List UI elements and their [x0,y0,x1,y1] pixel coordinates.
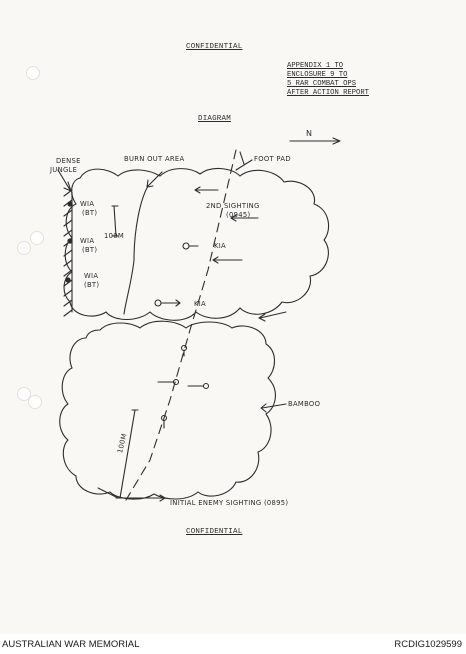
diagram-title: DIAGRAM [198,115,231,123]
label-wia: WIA [84,272,99,280]
classification-top: CONFIDENTIAL [186,43,243,51]
document-page [0,0,466,634]
label-foot-pad: FOOT PAD [254,155,291,163]
track-line [125,149,237,501]
label-initial-sighting: INITIAL ENEMY SIGHTING (0895) [170,499,289,507]
label-north: N [306,129,313,138]
label-second-sighting: 2ND SIGHTING [206,202,260,210]
label-distance: 100M [104,232,125,240]
appendix-line: APPENDIX 1 TO [287,62,344,70]
label-second-sighting-time: (0945) [226,211,251,219]
kia-marker [182,242,190,250]
wia-marker [65,277,71,283]
punch-hole [17,241,31,255]
label-kia: KIA [214,242,227,250]
kia-marker [154,299,162,307]
classification-bottom: CONFIDENTIAL [186,528,243,536]
label-wia-unit: (BT) [82,246,98,254]
north-arrow [289,137,341,145]
footer-reference: RCDIG1029599 [394,639,462,650]
archive-footer: AUSTRALIAN WAR MEMORIAL RCDIG1029599 [0,634,466,654]
punch-hole [30,231,44,245]
punch-hole [28,395,42,409]
wia-marker [67,201,73,207]
appendix-block: APPENDIX 1 TO ENCLOSURE 9 TO 5 RAR COMBA… [287,62,369,98]
appendix-line: ENCLOSURE 9 TO [287,71,348,79]
punch-hole [17,387,31,401]
sketch-diagram [57,137,341,502]
label-wia: WIA [80,237,95,245]
label-dense-jungle: DENSE [56,157,81,165]
label-wia: WIA [80,200,95,208]
wia-marker [67,238,73,244]
footer-source: AUSTRALIAN WAR MEMORIAL [2,639,140,650]
label-wia-unit: (BT) [84,281,100,289]
appendix-line: AFTER ACTION REPORT [287,89,369,97]
punch-hole [26,66,40,80]
label-bamboo: BAMBOO [288,400,321,408]
appendix-line: 5 RAR COMBAT OPS [287,80,357,88]
label-wia-unit: (BT) [82,209,98,217]
bamboo-area-outline [59,320,276,500]
label-burnt-out-area: BURN OUT AREA [124,155,185,163]
label-dense-jungle: JUNGLE [50,166,78,174]
label-kia: KIA [194,300,207,308]
